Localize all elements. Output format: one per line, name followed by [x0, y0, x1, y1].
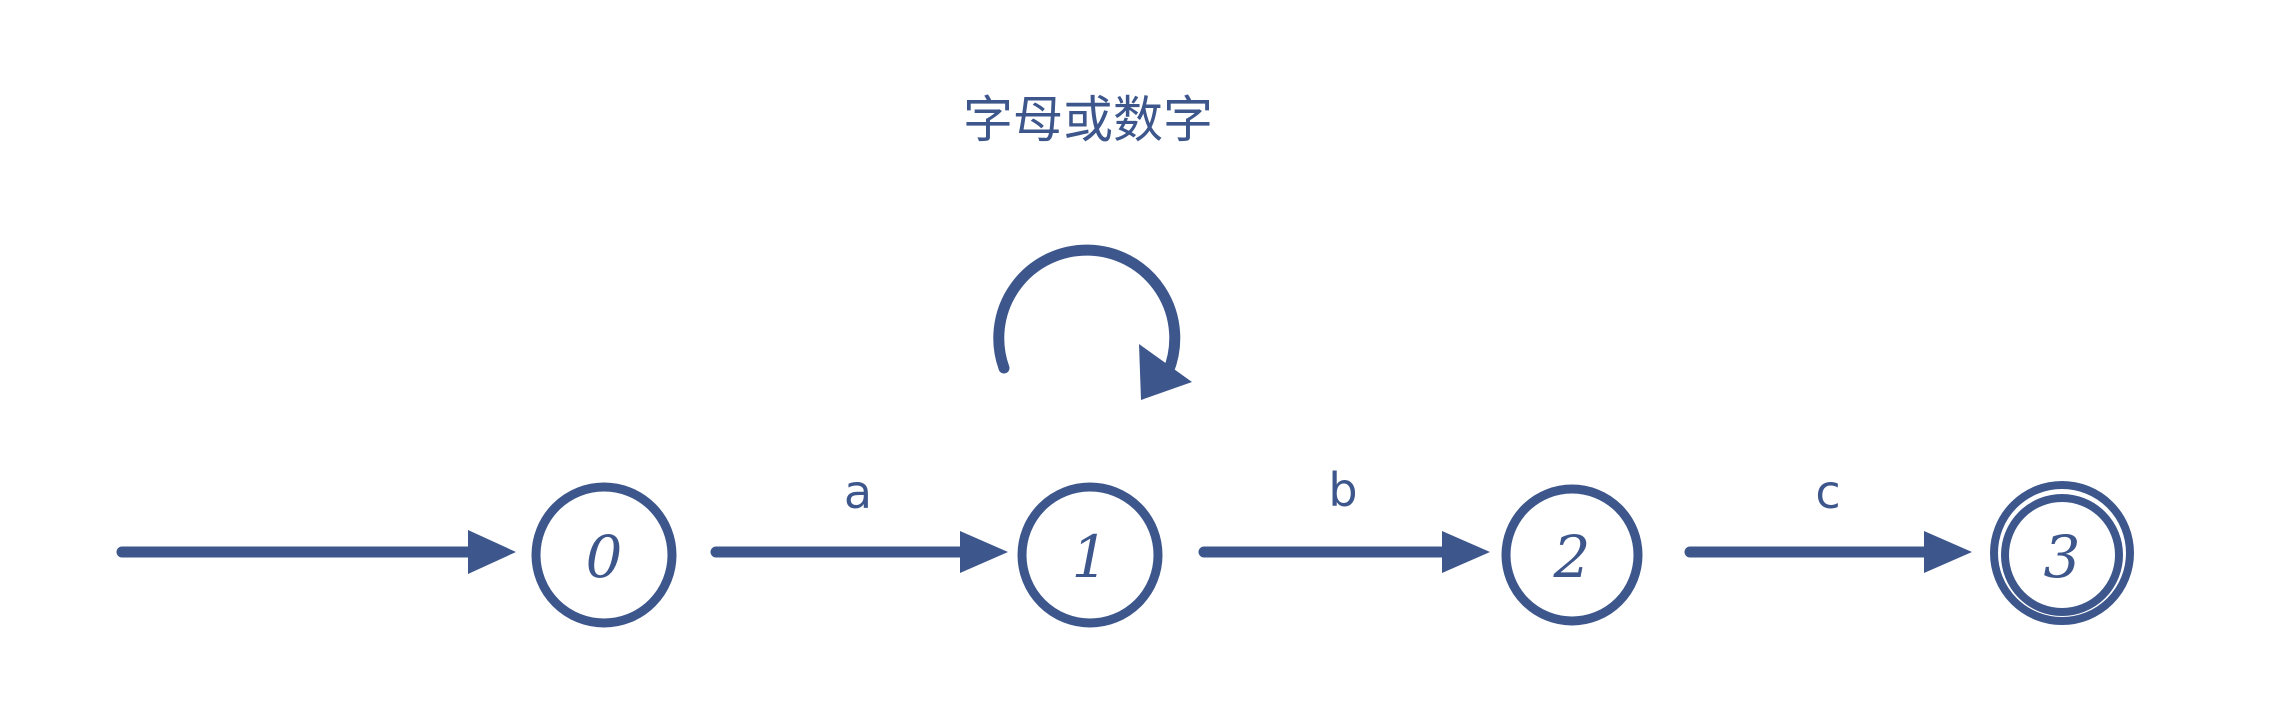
transition-arrowhead-c: [1924, 531, 1972, 573]
state-1-label: 1: [1072, 523, 1109, 591]
transition-arrowhead-a: [960, 531, 1008, 573]
state-3-label: 3: [2044, 523, 2081, 591]
self-loop-label: 字母或数字: [963, 91, 1213, 149]
transition-label-c: c: [1815, 465, 1840, 519]
state-node-1[interactable]: 1: [1017, 482, 1163, 628]
self-loop-arrowhead: [1139, 344, 1192, 400]
initial-arrow-head: [468, 530, 516, 574]
self-loop-transition: [993, 244, 1192, 400]
state-1-circle[interactable]: [1017, 482, 1163, 628]
state-node-0[interactable]: 0: [531, 482, 677, 628]
transition-label-a: a: [844, 465, 872, 519]
transition-arrowhead-b: [1442, 531, 1490, 573]
state-node-3[interactable]: 3: [1990, 481, 2134, 625]
self-loop-arc: [993, 244, 1181, 378]
transition-1-to-2: b: [1198, 463, 1490, 573]
transition-2-to-3: c: [1684, 465, 1972, 573]
state-node-2[interactable]: 2: [1501, 484, 1643, 626]
state-0-circle[interactable]: [531, 482, 677, 628]
initial-arrow: [116, 530, 516, 574]
state-2-label: 2: [1553, 523, 1591, 591]
state-3-inner-circle: [2001, 494, 2123, 616]
state-2-circle[interactable]: [1501, 484, 1643, 626]
transition-0-to-1: a: [710, 465, 1008, 573]
transition-label-b: b: [1328, 463, 1357, 517]
state-0-label: 0: [586, 523, 623, 591]
